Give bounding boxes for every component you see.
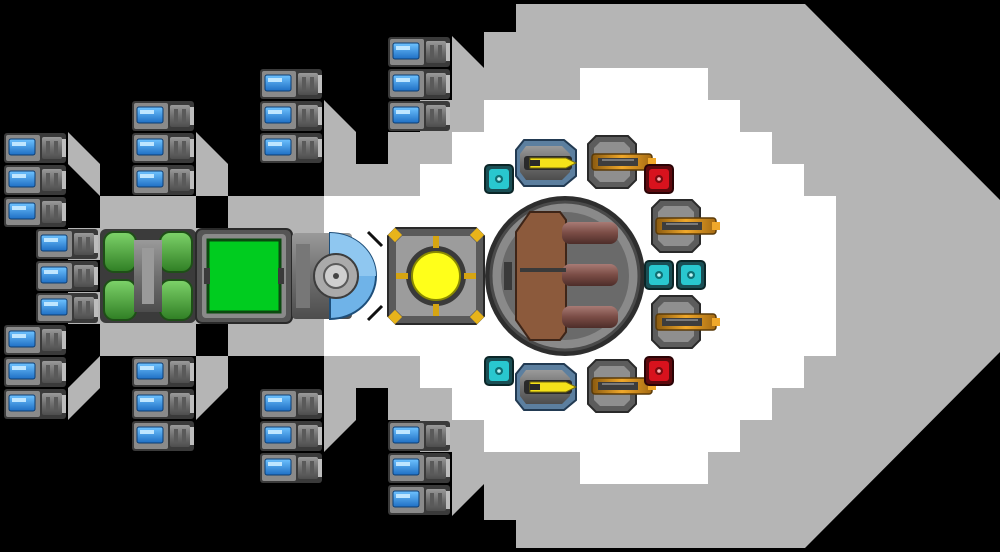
hull-fin-bot-4 (452, 452, 484, 516)
thruster-cluster-top-3 (260, 69, 322, 163)
thruster-cluster-bot-4 (388, 421, 450, 515)
thruster-cluster-top-1 (4, 133, 66, 227)
reactor (195, 228, 293, 324)
cyan-node-bottom (484, 356, 514, 386)
missile-launcher-top (515, 139, 577, 187)
thruster-cluster-bot-1 (4, 325, 66, 419)
thruster-cluster-top-2 (132, 101, 194, 195)
hull-fin-bot-1 (68, 356, 100, 420)
core-brackets (366, 230, 384, 322)
core (387, 227, 485, 325)
cyan-node-right-2 (676, 260, 706, 290)
cargo-pod (485, 196, 645, 356)
engine (100, 229, 196, 323)
cyan-node-top (484, 164, 514, 194)
hull-fin-bot-3 (324, 388, 356, 452)
hull-fin-bot-2 (196, 356, 228, 420)
red-node-top (644, 164, 674, 194)
thruster-cluster-bot-3 (260, 389, 322, 483)
hull-fin-top-4 (452, 36, 484, 100)
red-node-bottom (644, 356, 674, 386)
thruster-cluster-mid (36, 229, 98, 323)
thruster-cluster-bot-2 (132, 357, 194, 451)
hull-fin-top-3 (324, 100, 356, 164)
cyan-node-right-1 (644, 260, 674, 290)
hull-fin-top-1 (68, 132, 100, 196)
shield-generator (292, 231, 377, 321)
hull-fin-top-2 (196, 132, 228, 196)
thruster-cluster-top-4 (388, 37, 450, 131)
missile-launcher-bottom (515, 363, 577, 411)
